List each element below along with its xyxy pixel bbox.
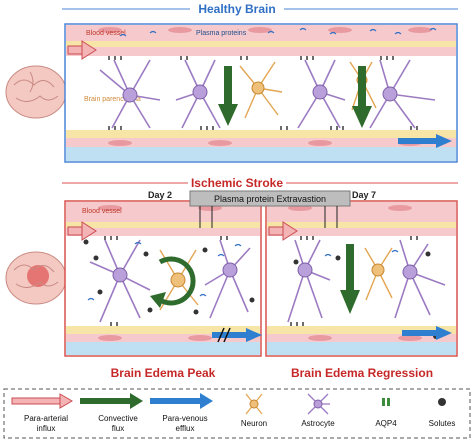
healthy-astrocytes <box>99 59 436 129</box>
day2-astrocyte-bodies <box>112 262 238 283</box>
legend-box <box>3 388 471 439</box>
legend-influx-label: Para-arterial <box>24 414 68 423</box>
stroke-endothelial-cells <box>98 205 422 341</box>
stroke-blood-vessel-label: Blood vessel <box>82 208 122 215</box>
healthy-neurons <box>239 61 377 119</box>
extravasation-banner: Plasma protein Extravastion <box>189 190 351 228</box>
healthy-plasma-proteins <box>119 27 437 37</box>
healthy-blood-vessel-label: Blood vessel <box>86 30 126 37</box>
day7-astrocytes <box>287 239 446 323</box>
legend-solutes: Solutes <box>429 398 456 428</box>
healthy-aqp4-top <box>108 56 394 60</box>
legend-convective: Convective flux <box>80 393 143 433</box>
regression-label: Brain Edema Regression <box>291 366 433 380</box>
legend-solutes-label: Solutes <box>429 419 456 428</box>
day2-label: Day 2 <box>148 190 172 200</box>
legend-neuron-label: Neuron <box>241 419 267 428</box>
legend-efflux: Para-venous efflux <box>150 393 213 433</box>
legend-aqp4: AQP4 <box>375 398 397 428</box>
legend-convective-label-2: flux <box>112 424 124 433</box>
day7-convective-arrow <box>340 244 360 314</box>
legend-neuron: Neuron <box>241 393 267 428</box>
healthy-influx-arrow <box>67 40 97 60</box>
day7-label: Day 7 <box>352 190 376 200</box>
healthy-efflux-arrow <box>398 134 452 148</box>
day7-proteins <box>324 249 399 257</box>
legend-influx-label-2: influx <box>37 424 56 433</box>
day2-neuron <box>159 249 199 311</box>
stroke-title: Ischemic Stroke <box>191 176 283 190</box>
day2-astrocytes <box>89 239 251 323</box>
healthy-title: Healthy Brain <box>198 2 275 16</box>
legend-influx: Para-arterial influx <box>11 393 73 433</box>
day7-efflux-arrow <box>402 326 452 340</box>
day7-neuron <box>364 247 393 301</box>
stroke-influx-arrows <box>67 221 298 241</box>
legend-astrocyte: Astrocyte <box>301 393 335 428</box>
stroke-day2-panel <box>64 200 262 357</box>
healthy-plasma-proteins-label: Plasma proteins <box>196 30 247 37</box>
stroke-brain-icon <box>5 251 67 305</box>
healthy-brain-icon <box>5 65 67 119</box>
stroke-aqp4 <box>104 236 418 326</box>
day2-solutes <box>83 239 255 315</box>
peak-label: Brain Edema Peak <box>111 366 216 380</box>
healthy-astrocyte-bodies <box>122 84 398 103</box>
day7-astrocyte-bodies <box>297 262 418 280</box>
legend-convective-label: Convective <box>98 414 138 423</box>
legend-efflux-label: Para-venous <box>162 414 207 423</box>
healthy-parenchyma-label: Brain parenchyma <box>84 96 141 103</box>
healthy-convective-arrows <box>218 66 372 128</box>
legend-efflux-label-2: efflux <box>176 424 195 433</box>
day2-blocked-efflux <box>212 327 262 343</box>
extravasation-label: Plasma protein Extravastion <box>214 194 326 204</box>
healthy-aqp4-bottom <box>108 126 418 130</box>
legend-astrocyte-label: Astrocyte <box>301 419 335 428</box>
legend-aqp4-label: AQP4 <box>375 419 397 428</box>
day2-circular-flux <box>150 256 196 308</box>
day2-proteins <box>87 241 242 301</box>
